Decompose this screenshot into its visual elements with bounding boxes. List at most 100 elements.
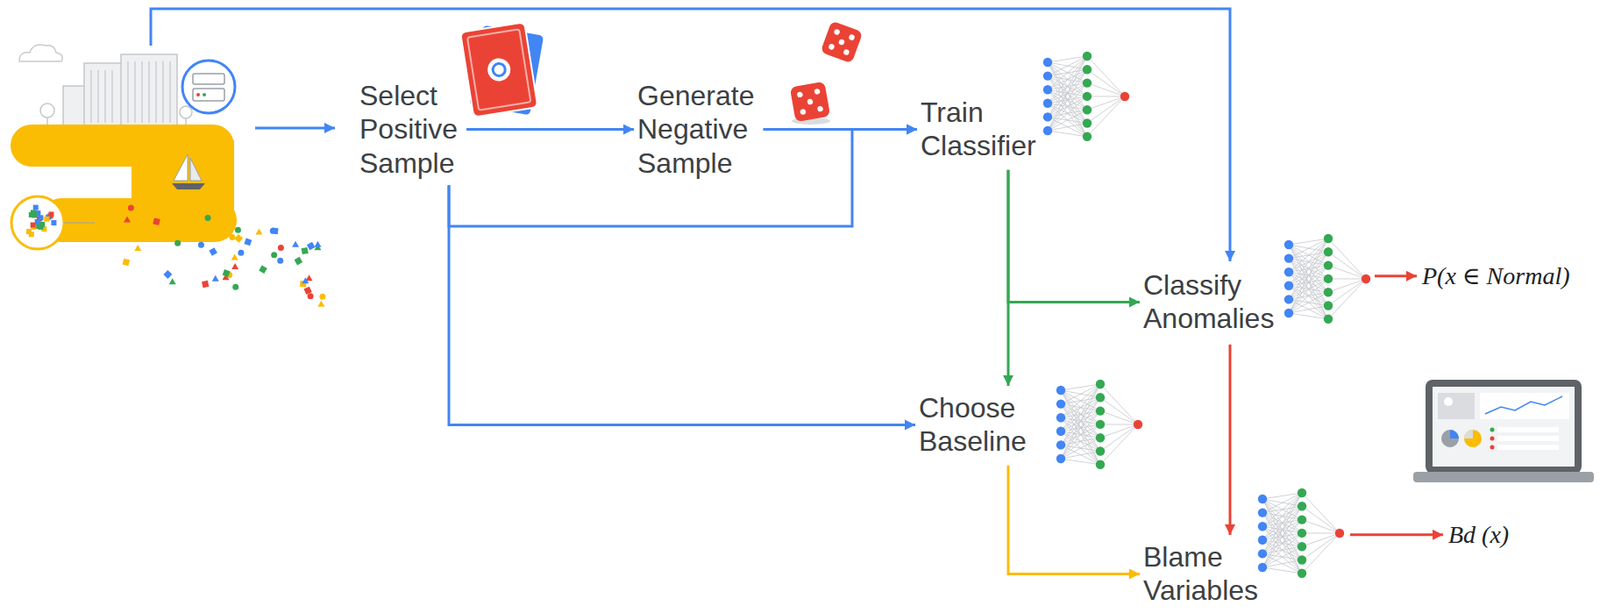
- formula-text: Bd (x): [1448, 519, 1509, 550]
- net-link: [1087, 96, 1125, 124]
- confetti-piece: [234, 234, 243, 243]
- net-link: [1060, 384, 1101, 445]
- trees: [40, 103, 192, 128]
- graphic-part: [1425, 379, 1582, 474]
- graphic-part: [1413, 471, 1594, 483]
- graphic-part: [39, 198, 237, 242]
- confetti-piece: [205, 214, 212, 221]
- net-link: [1262, 492, 1302, 554]
- net-neuron: [1056, 385, 1066, 395]
- net-link: [1060, 390, 1101, 465]
- graphic-part: [1432, 386, 1575, 467]
- graphic-part: [833, 28, 841, 36]
- formula-text: P(x ∈ Normal): [1422, 261, 1570, 292]
- graphic-part: [1497, 444, 1559, 450]
- output-formula: P(x ∈ Normal): [1422, 261, 1570, 292]
- process-step: Blame Variables: [1143, 540, 1259, 608]
- net-link: [1100, 424, 1138, 438]
- net-link: [1262, 533, 1302, 568]
- net-link: [1047, 56, 1088, 131]
- net-link: [1100, 423, 1138, 425]
- neural-net-icon: [1056, 379, 1143, 470]
- flow-arrow: [1008, 465, 1140, 575]
- graphic-part: [467, 28, 531, 110]
- graphic-part: [192, 73, 225, 85]
- window-line: [90, 70, 92, 123]
- flow-arrow: [1229, 344, 1232, 535]
- graphic-part: [87, 166, 132, 199]
- process-step: Generate Negative Sample: [637, 78, 754, 180]
- net-link: [1060, 451, 1101, 460]
- net-neuron: [1043, 85, 1053, 94]
- graphic-part: [1485, 396, 1563, 414]
- graphic-part: [1464, 429, 1482, 448]
- net-neuron: [1095, 392, 1105, 402]
- net-link: [1288, 291, 1329, 313]
- net-neuron: [1043, 71, 1053, 80]
- confetti-piece: [37, 214, 43, 221]
- net-link: [1047, 130, 1088, 137]
- graphic-part: [460, 21, 538, 117]
- net-neuron: [1095, 419, 1105, 429]
- confetti-piece: [208, 247, 218, 256]
- confetti-piece: [277, 244, 285, 251]
- confetti-piece: [255, 227, 263, 235]
- net-neuron: [1043, 57, 1053, 67]
- graphic-part: [806, 98, 813, 105]
- net-neuron: [1284, 253, 1294, 263]
- graphic-part: [1490, 445, 1495, 450]
- net-neuron: [1043, 126, 1053, 136]
- net-neuron: [1082, 64, 1092, 74]
- net-link: [1047, 109, 1088, 131]
- graphic-part: [182, 60, 235, 114]
- source-arrow: [150, 8, 1231, 262]
- dice: [789, 21, 864, 125]
- process-step: Select Positive Sample: [359, 78, 458, 180]
- net-link: [1288, 238, 1329, 313]
- net-neuron: [1284, 308, 1294, 318]
- confetti-piece: [30, 222, 36, 228]
- confetti-piece: [291, 241, 299, 248]
- net-link: [1262, 567, 1302, 574]
- confetti-piece: [43, 216, 50, 222]
- net-link: [1100, 424, 1138, 452]
- confetti-piece: [294, 256, 304, 266]
- window-line: [134, 61, 136, 123]
- graphic-part: [789, 81, 831, 122]
- net-link: [1047, 96, 1088, 131]
- net-link: [1328, 251, 1366, 279]
- net-neuron: [1297, 568, 1307, 578]
- net-link: [1328, 278, 1366, 320]
- net-neuron: [1297, 514, 1307, 524]
- confetti-piece: [270, 227, 277, 235]
- net-neuron: [1056, 412, 1066, 422]
- graphic-part: [202, 92, 207, 97]
- net-neuron: [1323, 274, 1333, 284]
- flow-arrow: [1008, 170, 1140, 303]
- net-link: [1288, 305, 1329, 314]
- net-neuron: [1323, 234, 1333, 243]
- net-link: [1100, 411, 1138, 425]
- graphic-part: [827, 42, 835, 50]
- net-link: [1301, 519, 1340, 534]
- output-formula: Bd (x): [1448, 519, 1509, 550]
- confetti-piece: [234, 227, 242, 234]
- process-step: Choose Baseline: [918, 391, 1027, 459]
- net-neuron: [1043, 112, 1053, 121]
- net-neuron: [1258, 548, 1267, 558]
- net-link: [1262, 492, 1302, 541]
- net-link: [1288, 278, 1329, 313]
- confetti-piece: [228, 234, 235, 241]
- net-neuron: [1284, 294, 1294, 304]
- confetti-piece: [48, 211, 54, 217]
- net-link: [1288, 251, 1329, 313]
- net-link: [1262, 519, 1302, 568]
- graphic-part: [171, 183, 206, 190]
- net-link: [1328, 277, 1366, 279]
- window-line: [169, 61, 171, 123]
- net-link: [1047, 56, 1088, 104]
- graphic-part: [1450, 429, 1459, 439]
- net-neuron: [1082, 92, 1092, 101]
- net-neuron: [1056, 440, 1066, 449]
